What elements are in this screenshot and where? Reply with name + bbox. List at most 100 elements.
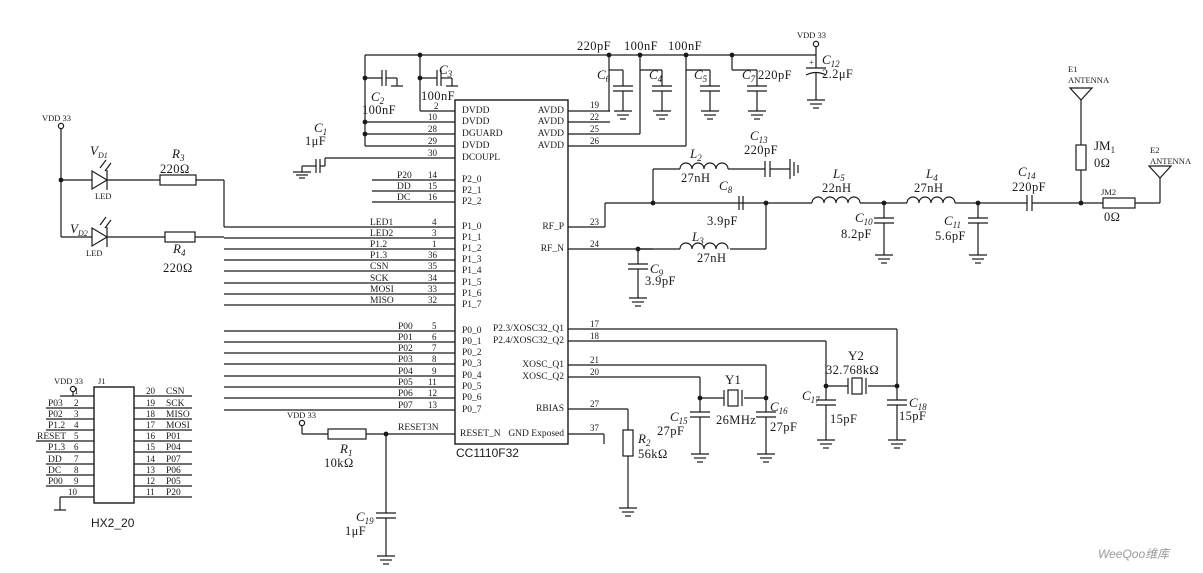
svg-text:19: 19 bbox=[146, 398, 156, 408]
svg-text:C8: C8 bbox=[719, 178, 733, 195]
capacitor-c16: C16 27pF bbox=[756, 399, 797, 463]
svg-text:C15: C15 bbox=[670, 409, 688, 426]
watermark: WeeQoo维库 bbox=[1098, 547, 1171, 561]
svg-text:C14: C14 bbox=[1018, 164, 1036, 181]
svg-text:AVDD: AVDD bbox=[538, 129, 564, 139]
svg-text:220Ω: 220Ω bbox=[160, 162, 190, 176]
svg-text:P1_1: P1_1 bbox=[462, 233, 482, 243]
svg-text:P02: P02 bbox=[48, 410, 63, 420]
rf-network bbox=[604, 168, 812, 227]
jumper-jm1: JM1 0Ω bbox=[1075, 100, 1115, 203]
capacitor-c6: C6 bbox=[597, 55, 633, 120]
svg-text:13: 13 bbox=[146, 465, 156, 475]
svg-text:L4: L4 bbox=[925, 166, 938, 183]
svg-text:C3: C3 bbox=[439, 62, 453, 79]
svg-text:P20: P20 bbox=[397, 171, 412, 181]
capacitor-c9: C9 3.9pF bbox=[628, 249, 676, 307]
svg-text:27nH: 27nH bbox=[914, 181, 943, 195]
top-supply-net: 220pF 100nF 100nF VDD 33 bbox=[362, 30, 826, 146]
svg-text:4: 4 bbox=[432, 217, 437, 227]
svg-text:P2.3/XOSC32_Q1: P2.3/XOSC32_Q1 bbox=[493, 324, 564, 334]
capacitor-c5: C5 bbox=[685, 55, 720, 146]
svg-text:1: 1 bbox=[74, 386, 79, 396]
led-vd2: VD2 LED bbox=[70, 216, 165, 258]
svg-text:7: 7 bbox=[432, 343, 437, 353]
svg-text:VD1: VD1 bbox=[90, 143, 108, 160]
svg-text:14: 14 bbox=[146, 454, 156, 464]
svg-text:100nF: 100nF bbox=[421, 89, 455, 103]
svg-text:23: 23 bbox=[590, 217, 600, 227]
svg-text:17: 17 bbox=[590, 319, 600, 329]
svg-text:DC: DC bbox=[397, 193, 410, 203]
svg-text:P0_3: P0_3 bbox=[462, 359, 482, 369]
capacitor-c2: C2 100nF bbox=[362, 70, 403, 117]
svg-text:P07: P07 bbox=[398, 401, 413, 411]
antenna-e2: E2 ANTENNA bbox=[1147, 145, 1192, 179]
svg-text:P06: P06 bbox=[166, 466, 181, 476]
svg-text:3: 3 bbox=[74, 409, 79, 419]
jumper-jm2: JM2 0Ω bbox=[1101, 178, 1161, 224]
svg-text:220pF: 220pF bbox=[758, 68, 792, 82]
crystal-y1-net bbox=[697, 365, 769, 412]
svg-text:AVDD: AVDD bbox=[538, 117, 564, 127]
svg-text:P0_4: P0_4 bbox=[462, 371, 482, 381]
svg-text:1μF: 1μF bbox=[345, 524, 366, 538]
svg-text:100nF: 100nF bbox=[362, 103, 396, 117]
svg-text:18: 18 bbox=[590, 331, 600, 341]
svg-text:3.9pF: 3.9pF bbox=[645, 274, 676, 288]
svg-text:220pF: 220pF bbox=[744, 143, 778, 157]
svg-text:27: 27 bbox=[590, 399, 600, 409]
svg-text:RESET_N: RESET_N bbox=[460, 429, 501, 439]
inductor-l3: L3 27nH bbox=[679, 229, 729, 265]
svg-text:C1: C1 bbox=[314, 120, 327, 137]
svg-text:27pF: 27pF bbox=[770, 420, 797, 434]
svg-text:34: 34 bbox=[428, 273, 438, 283]
svg-text:8: 8 bbox=[74, 465, 79, 475]
svg-text:25: 25 bbox=[590, 124, 600, 134]
svg-text:27nH: 27nH bbox=[697, 251, 726, 265]
svg-text:P1_5: P1_5 bbox=[462, 278, 482, 288]
svg-text:RESET: RESET bbox=[37, 432, 66, 442]
svg-text:LED: LED bbox=[86, 248, 103, 258]
svg-text:1μF: 1μF bbox=[305, 134, 326, 148]
svg-text:P0_6: P0_6 bbox=[462, 393, 482, 403]
svg-text:SCK: SCK bbox=[166, 399, 185, 409]
svg-text:C17: C17 bbox=[802, 388, 820, 405]
svg-text:22nH: 22nH bbox=[822, 181, 851, 195]
svg-text:DC: DC bbox=[48, 466, 61, 476]
svg-text:DGUARD: DGUARD bbox=[462, 129, 503, 139]
svg-text:P03: P03 bbox=[398, 355, 413, 365]
resistor-r1: R1 10kΩ bbox=[324, 428, 367, 470]
svg-text:Y2: Y2 bbox=[848, 348, 864, 363]
capacitor-c8: C8 3.9pF bbox=[707, 178, 767, 250]
capacitor-c4: C4 bbox=[639, 55, 672, 134]
svg-text:2: 2 bbox=[434, 101, 439, 111]
inductor-l4: L4 27nH bbox=[906, 166, 1027, 204]
svg-text:JM2: JM2 bbox=[1101, 187, 1116, 197]
svg-text:P03: P03 bbox=[48, 399, 63, 409]
svg-text:15: 15 bbox=[428, 181, 438, 191]
capacitor-c7: C7 220pF bbox=[731, 55, 792, 120]
capacitor-c11: C11 5.6pF bbox=[935, 200, 988, 264]
svg-text:5: 5 bbox=[74, 431, 79, 441]
svg-text:7: 7 bbox=[74, 454, 79, 464]
svg-text:6: 6 bbox=[74, 442, 79, 452]
svg-text:P2_0: P2_0 bbox=[462, 175, 482, 185]
svg-text:C18: C18 bbox=[909, 395, 927, 412]
svg-text:DCOUPL: DCOUPL bbox=[462, 153, 500, 163]
svg-text:30: 30 bbox=[428, 148, 438, 158]
svg-text:220pF: 220pF bbox=[1012, 180, 1046, 194]
header-j1: J1 VDD 33 HX2_20 bbox=[54, 376, 135, 530]
vdd-left: VDD 33 bbox=[42, 113, 92, 238]
vdd-main-terminal bbox=[812, 40, 820, 48]
svg-text:P1_7: P1_7 bbox=[462, 300, 482, 310]
capacitor-c1: C1 1μF bbox=[293, 120, 327, 179]
svg-text:C16: C16 bbox=[770, 399, 788, 416]
svg-text:22: 22 bbox=[590, 112, 599, 122]
svg-text:P0_7: P0_7 bbox=[462, 405, 482, 415]
svg-text:DVDD: DVDD bbox=[462, 106, 490, 116]
svg-text:Y1: Y1 bbox=[725, 372, 741, 387]
svg-text:37: 37 bbox=[590, 423, 600, 433]
svg-text:VDD 33: VDD 33 bbox=[54, 376, 83, 386]
